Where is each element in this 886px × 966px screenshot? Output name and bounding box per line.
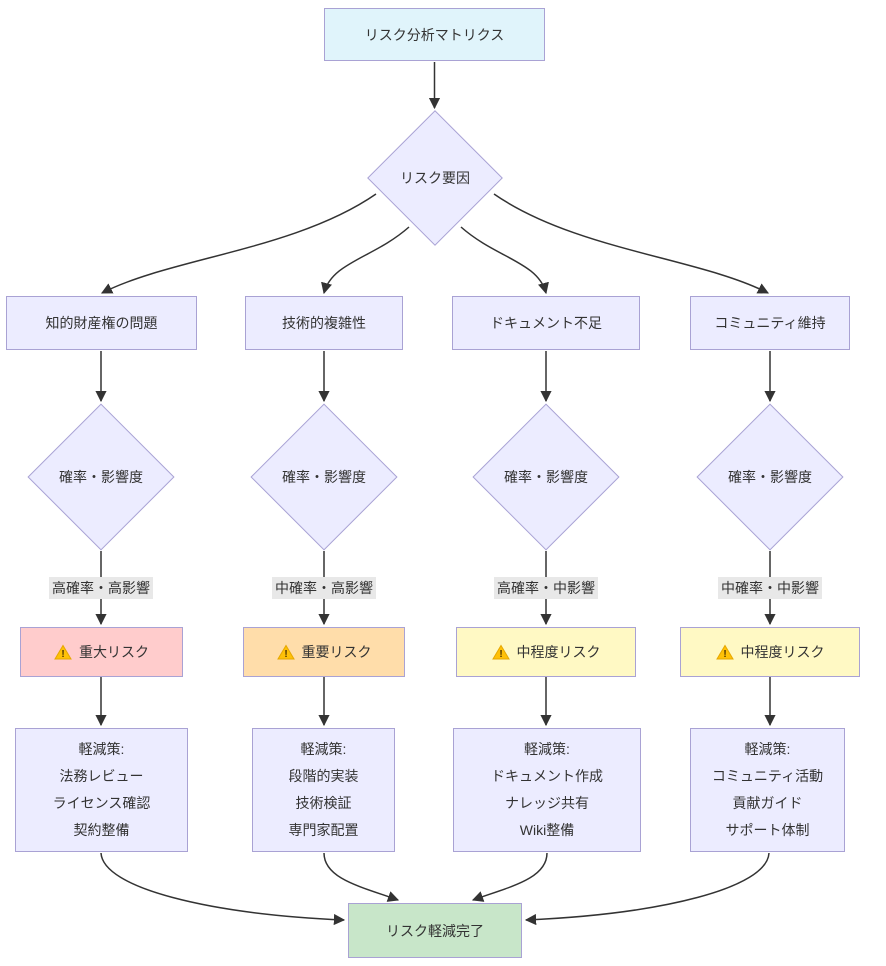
assessment-diamond-4: 確率・影響度 [696,403,844,551]
assessment-label: 確率・影響度 [59,469,143,485]
mitigation-line: 軽減策: [744,741,791,757]
edge-label-2: 中確率・高影響 [272,577,376,599]
mitigation-node-1: 軽減策: 法務レビュー ライセンス確認 契約整備 [15,728,188,852]
edge-mitigation-to-end-2 [323,852,400,902]
mitigation-line: ナレッジ共有 [505,795,589,811]
edge-root-to-factor-1 [100,193,377,294]
root-decision-diamond: リスク要因 [367,110,503,246]
mitigation-line: 軽減策: [300,741,347,757]
risk-label: 重要リスク [301,644,372,660]
risk-label: 中程度リスク [740,644,825,660]
assessment-label: 確率・影響度 [504,469,588,485]
svg-text:!: ! [284,649,287,660]
risk-node-4: ! 中程度リスク [680,627,860,677]
mitigation-line: 法務レビュー [59,768,144,784]
edge-mitigation-to-end-4 [524,852,770,926]
factor-node-3: ドキュメント不足 [452,296,640,350]
mitigation-line: 段階的実装 [288,768,359,784]
mitigation-node-4: 軽減策: コミュニティ活動 貢献ガイド サポート体制 [690,728,845,852]
risk-node-1: ! 重大リスク [20,627,183,677]
factor-label: 知的財産権の問題 [45,315,158,331]
warning-icon: ! [491,644,510,660]
risk-node-3: ! 中程度リスク [456,627,636,677]
assessment-label: 確率・影響度 [728,469,812,485]
factor-label: 技術的複雑性 [282,315,366,331]
mitigation-line: ドキュメント作成 [491,768,603,784]
mitigation-node-3: 軽減策: ドキュメント作成 ナレッジ共有 Wiki整備 [453,728,641,852]
end-node-label: リスク軽減完了 [386,922,484,939]
mitigation-line: 技術検証 [295,795,352,811]
mitigation-line: Wiki整備 [519,822,575,838]
mitigation-line: サポート体制 [725,822,810,838]
risk-node-2: ! 重要リスク [243,627,405,677]
factor-node-2: 技術的複雑性 [245,296,403,350]
end-node: リスク軽減完了 [348,903,522,958]
mitigation-line: コミュニティ活動 [711,768,824,784]
warning-icon: ! [54,644,72,660]
edge-mitigation-to-end-1 [100,852,346,926]
mitigation-line: 契約整備 [73,822,130,838]
mitigation-line: 貢献ガイド [732,795,803,811]
edge-root-to-factor-3 [460,226,549,295]
warning-icon: ! [715,644,734,660]
mitigation-line: 専門家配置 [288,822,359,838]
assessment-label: 確率・影響度 [282,469,366,485]
svg-text:!: ! [723,649,726,660]
risk-label: 重大リスク [79,644,149,660]
assessment-diamond-1: 確率・影響度 [27,403,175,551]
svg-text:!: ! [61,649,64,660]
factor-node-1: 知的財産権の問題 [6,296,197,350]
edge-label-1: 高確率・高影響 [49,577,153,599]
factor-label: コミュニティ維持 [714,315,826,331]
edge-mitigation-to-end-3 [471,852,548,902]
warning-icon: ! [276,644,295,660]
mitigation-line: 軽減策: [78,741,125,757]
edge-root-to-factor-2 [321,226,410,295]
edge-label-3: 高確率・中影響 [494,577,598,599]
svg-text:!: ! [499,649,502,660]
mitigation-line: 軽減策: [524,741,570,757]
factor-label: ドキュメント不足 [490,315,602,331]
edge-root-to-factor-4 [493,193,770,294]
root-decision-label: リスク要因 [400,170,470,186]
title-node: リスク分析マトリクス [324,8,545,61]
assessment-diamond-2: 確率・影響度 [250,403,398,551]
mitigation-line: ライセンス確認 [52,795,151,811]
assessment-diamond-3: 確率・影響度 [472,403,620,551]
factor-node-4: コミュニティ維持 [690,296,850,350]
risk-label: 中程度リスク [516,644,601,660]
mitigation-node-2: 軽減策: 段階的実装 技術検証 専門家配置 [252,728,395,852]
title-node-label: リスク分析マトリクス [364,26,505,43]
edge-label-4: 中確率・中影響 [718,577,822,599]
